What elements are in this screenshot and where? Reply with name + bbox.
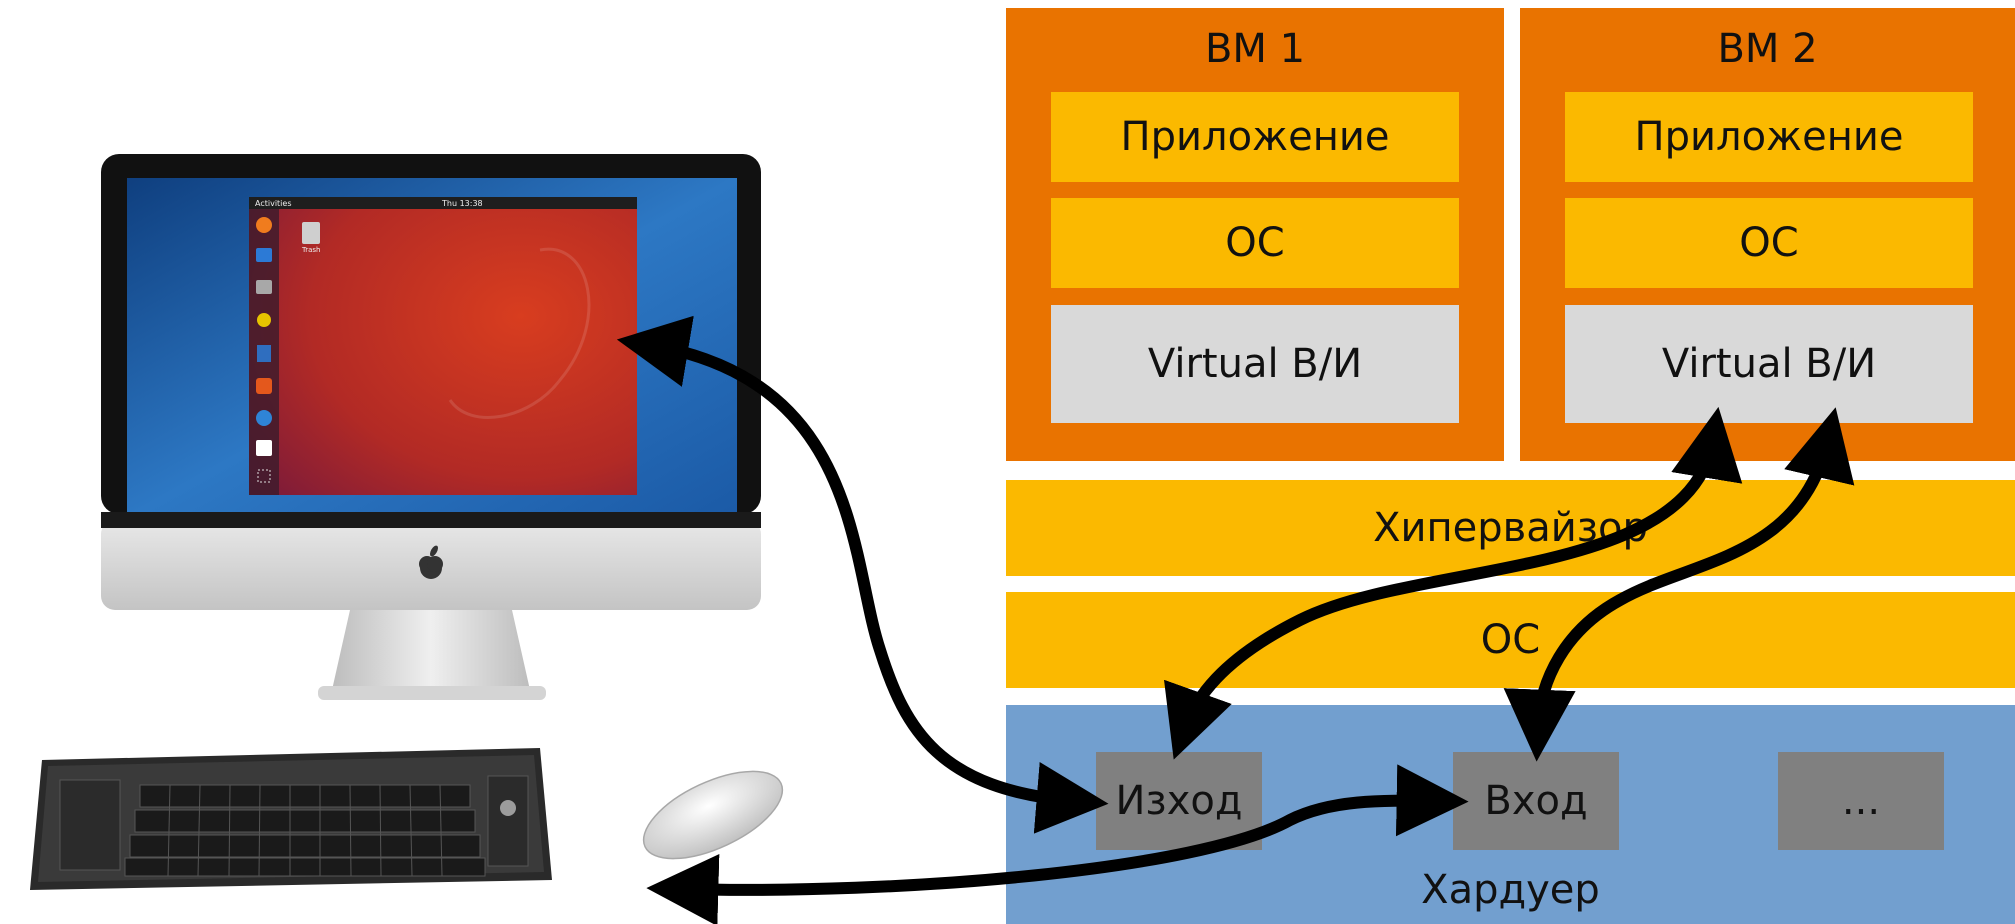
host-os-layer: ОС [1006,592,2015,688]
vm2-title: ВМ 2 [1717,26,1818,72]
vm2-app-layer: Приложение [1565,92,1973,182]
keyboard-icon [30,748,552,890]
hw-input-device: Вход [1453,752,1619,850]
vm1-os-layer: ОС [1051,198,1459,288]
trash-label: Trash [301,246,321,254]
amazon-icon [256,440,272,456]
files-icon [256,280,272,294]
vm1-title: ВМ 1 [1204,26,1306,72]
vm1-app-layer: Приложение [1051,92,1459,182]
vm2-virtual-io: Virtual В/И [1565,305,1973,423]
help-icon [256,410,272,426]
computer-illustration: Activities Thu 13:38 Trash [30,154,784,890]
mail-icon [256,248,272,262]
topbar-clock: Thu 13:38 [441,199,483,208]
apps-grid-icon [257,469,271,483]
firefox-icon [256,217,272,233]
ubuntu-topbar [249,197,637,209]
hardware-label: Хардуер [1421,867,1600,913]
apple-logo-icon [419,545,443,579]
rhythmbox-icon [257,313,271,327]
trash-icon [302,222,320,244]
hypervisor-layer: Хипервайзор [1006,480,2015,576]
vm2-os-layer: ОС [1565,198,1973,288]
hw-more-devices: ... [1778,752,1944,850]
software-icon [256,378,272,394]
writer-icon [257,345,271,362]
vm1-virtual-io: Virtual В/И [1051,305,1459,423]
monitor-stand [332,610,530,690]
topbar-activities: Activities [255,199,292,208]
hw-output-device: Изход [1096,752,1262,850]
ubuntu-window: Activities Thu 13:38 Trash [249,197,637,495]
mouse-icon [642,770,784,860]
